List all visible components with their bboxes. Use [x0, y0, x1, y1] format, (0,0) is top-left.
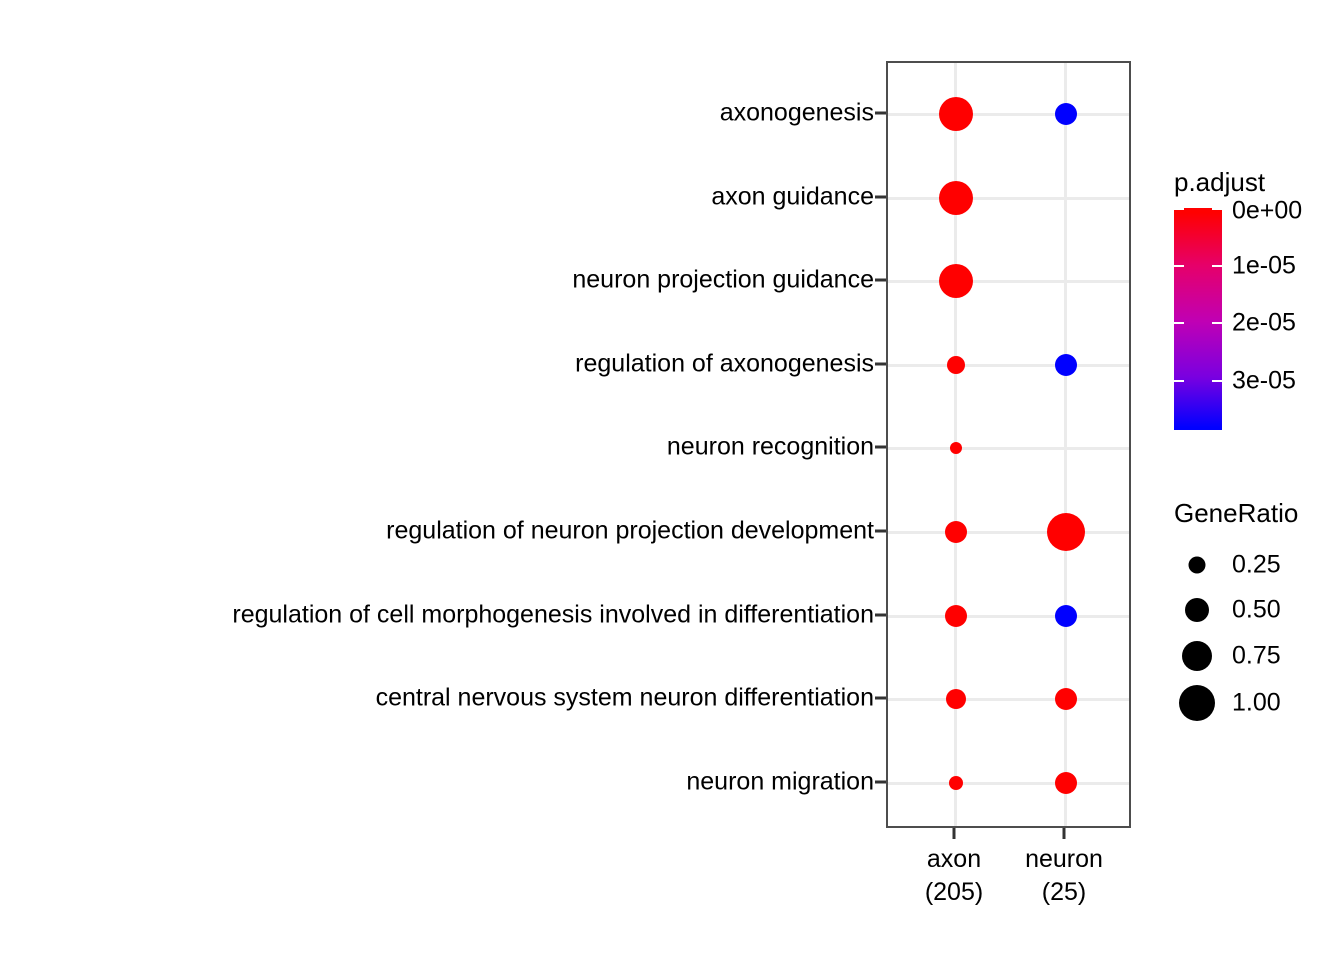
colorbar-tick — [1212, 265, 1222, 267]
colorbar-label-2: 2e-05 — [1232, 308, 1296, 337]
legend-size-dot-025 — [1188, 556, 1206, 574]
colorbar-ticks — [1174, 208, 1222, 430]
colorbar-padjust — [1174, 208, 1222, 430]
legend-size-dot-050 — [1185, 598, 1209, 622]
data-point[interactable] — [1055, 103, 1077, 125]
y-axis-tick — [875, 696, 886, 700]
x-axis-tick — [952, 828, 956, 839]
data-point[interactable] — [1055, 605, 1077, 627]
colorbar-tick — [1174, 208, 1184, 210]
y-axis-label-regulation-neuron-projection-development: regulation of neuron projection developm… — [386, 516, 874, 545]
x-axis-label-neuron-count: (25) — [1041, 878, 1087, 906]
data-point[interactable] — [946, 689, 966, 709]
x-axis-label-axon: axon (205) — [925, 843, 983, 909]
y-axis-label-axon-guidance: axon guidance — [711, 182, 874, 211]
data-point[interactable] — [939, 97, 973, 131]
data-point[interactable] — [939, 181, 973, 215]
y-axis-label-cns-neuron-differentiation: central nervous system neuron differenti… — [375, 683, 874, 712]
x-axis-label-axon-name: axon — [926, 845, 982, 873]
legend-size-label-025: 0.25 — [1232, 550, 1281, 579]
y-axis-tick — [875, 529, 886, 533]
gridline-horizontal — [888, 364, 1129, 367]
legend-size-label-100: 1.00 — [1232, 688, 1281, 717]
colorbar-tick — [1212, 208, 1222, 210]
legend-size-dot-075 — [1182, 641, 1212, 671]
colorbar-tick — [1174, 265, 1184, 267]
gridline-horizontal — [888, 615, 1129, 618]
colorbar-label-3: 3e-05 — [1232, 366, 1296, 395]
legend-size-label-075: 0.75 — [1232, 641, 1281, 670]
data-point[interactable] — [1055, 688, 1077, 710]
y-axis-tick — [875, 278, 886, 282]
gridline-horizontal — [888, 447, 1129, 450]
y-axis-tick — [875, 362, 886, 366]
legend-size-dot-100 — [1179, 685, 1215, 721]
colorbar-tick — [1174, 322, 1184, 324]
data-point[interactable] — [1047, 513, 1085, 551]
data-point[interactable] — [950, 442, 962, 454]
x-axis-label-neuron-name: neuron — [1025, 845, 1103, 873]
y-axis-tick — [875, 613, 886, 617]
colorbar-tick — [1174, 380, 1184, 382]
colorbar-label-1: 1e-05 — [1232, 251, 1296, 280]
x-axis-tick — [1062, 828, 1066, 839]
gridline-vertical — [1064, 63, 1067, 826]
colorbar-tick — [1212, 380, 1222, 382]
legend-title-generatio: GeneRatio — [1174, 498, 1299, 528]
y-axis-tick — [875, 445, 886, 449]
x-axis-label-neuron: neuron (25) — [1025, 843, 1103, 909]
legend-size-label-050: 0.50 — [1232, 595, 1281, 624]
y-axis-tick — [875, 111, 886, 115]
y-axis-label-axonogenesis: axonogenesis — [719, 98, 874, 127]
data-point[interactable] — [1055, 354, 1077, 376]
colorbar-tick — [1212, 322, 1222, 324]
gridline-horizontal — [888, 782, 1129, 785]
gridline-horizontal — [888, 531, 1129, 534]
legend-title-padjust: p.adjust — [1174, 167, 1266, 197]
data-point[interactable] — [945, 521, 967, 543]
data-point[interactable] — [949, 776, 963, 790]
y-axis-tick — [875, 780, 886, 784]
y-axis-label-regulation-cell-morphogenesis: regulation of cell morphogenesis involve… — [232, 600, 874, 629]
data-point[interactable] — [945, 605, 967, 627]
gridline-horizontal — [888, 280, 1129, 283]
gridline-horizontal — [888, 698, 1129, 701]
data-point[interactable] — [1055, 772, 1077, 794]
y-axis-tick — [875, 195, 886, 199]
data-point[interactable] — [947, 356, 965, 374]
gridline-horizontal — [888, 113, 1129, 116]
y-axis-label-neuron-projection-guidance: neuron projection guidance — [572, 265, 874, 294]
x-axis-label-axon-count: (205) — [924, 878, 984, 906]
gridline-horizontal — [888, 197, 1129, 200]
colorbar-label-0: 0e+00 — [1232, 196, 1303, 225]
data-point[interactable] — [939, 264, 973, 298]
y-axis-label-neuron-recognition: neuron recognition — [666, 432, 874, 461]
y-axis-label-regulation-of-axonogenesis: regulation of axonogenesis — [575, 349, 874, 378]
plot-panel — [886, 61, 1131, 828]
y-axis-label-neuron-migration: neuron migration — [686, 767, 874, 796]
